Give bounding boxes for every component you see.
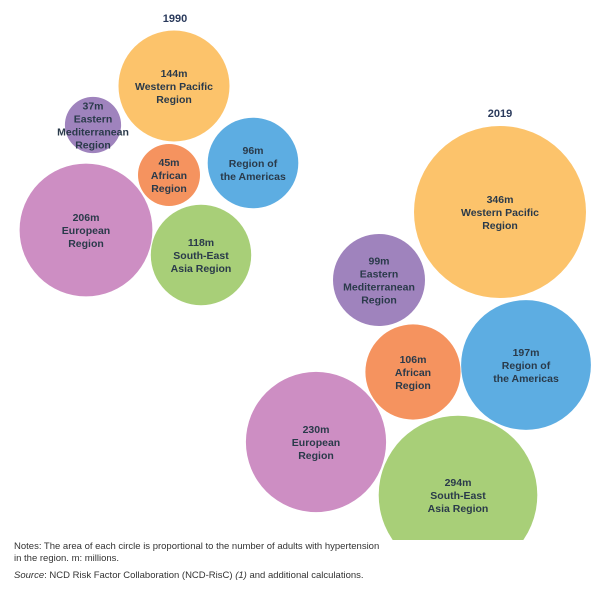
year-label-1990: 1990 [163,13,187,25]
bubble-region-label: Region [395,380,431,392]
bubble-region-label: European [62,225,110,237]
bubble-value-label: 45m [158,157,179,169]
bubble-region-label: Asia Region [171,263,232,275]
bubble-region-label: Eastern [360,269,399,281]
bubble-region-label: the Americas [220,171,286,183]
bubble-region-label: Asia Region [428,503,489,515]
bubble-region-label: Western Pacific [461,207,539,219]
bubble-value-label: 96m [242,145,263,157]
year-label-2019: 2019 [488,108,512,120]
bubble-region-label: Region [482,220,518,232]
bubble-value-label: 37m [82,101,103,113]
bubble-region-label: Eastern [74,114,113,126]
bubble-region-label: Region [68,238,104,250]
bubble-region-label: Region [151,183,187,195]
bubble-region-label: African [395,367,431,379]
bubble-value-label: 346m [487,194,514,206]
bubble-value-label: 206m [73,212,100,224]
bubble-circle [245,371,387,513]
bubble-circle [378,415,538,540]
chart-source: Source: NCD Risk Factor Collaboration (N… [14,570,574,582]
bubble-region-label: African [151,170,187,182]
source-text: : NCD Risk Factor Collaboration (NCD-Ris… [44,570,236,581]
bubble-value-label: 118m [188,237,214,249]
bubble-region-label: Western Pacific [135,81,213,93]
bubble-region-label: Region of [229,158,278,170]
bubble-region-label: Region [298,450,334,462]
bubble-region-label: Region [75,140,111,152]
bubble-value-label: 197m [513,347,540,359]
bubble-region-label: Mediterranean [57,127,129,139]
bubble-region-label: Mediterranean [343,282,415,294]
chart-notes: Notes: The area of each circle is propor… [14,541,380,564]
bubble-value-label: 144m [161,68,188,80]
bubble-circle [333,234,425,326]
bubble-circle [461,300,591,430]
bubble-circle [414,126,586,298]
source-ref: (1) [235,570,247,581]
bubble-region-label: South-East [173,250,229,262]
bubble-circle [19,163,153,297]
bubble-region-label: Region of [502,360,551,372]
bubble-circle [365,324,461,420]
source-label: Source [14,570,45,581]
bubble-region-label: Region [361,295,397,307]
bubble-region-label: the Americas [493,373,559,385]
bubble-region-label: Region [156,94,192,106]
source-tail: and additional calculations. [246,570,364,581]
bubble-value-label: 294m [445,477,472,489]
bubble-circle [138,144,200,206]
bubble-value-label: 230m [303,424,330,436]
bubble-circle [207,117,299,209]
bubble-value-label: 99m [368,256,389,268]
bubble-region-label: South-East [430,490,486,502]
bubble-region-label: European [292,437,340,449]
bubble-circle [64,96,122,154]
bubble-circle [150,204,252,306]
bubble-circle [118,30,230,142]
bubble-value-label: 106m [400,354,427,366]
